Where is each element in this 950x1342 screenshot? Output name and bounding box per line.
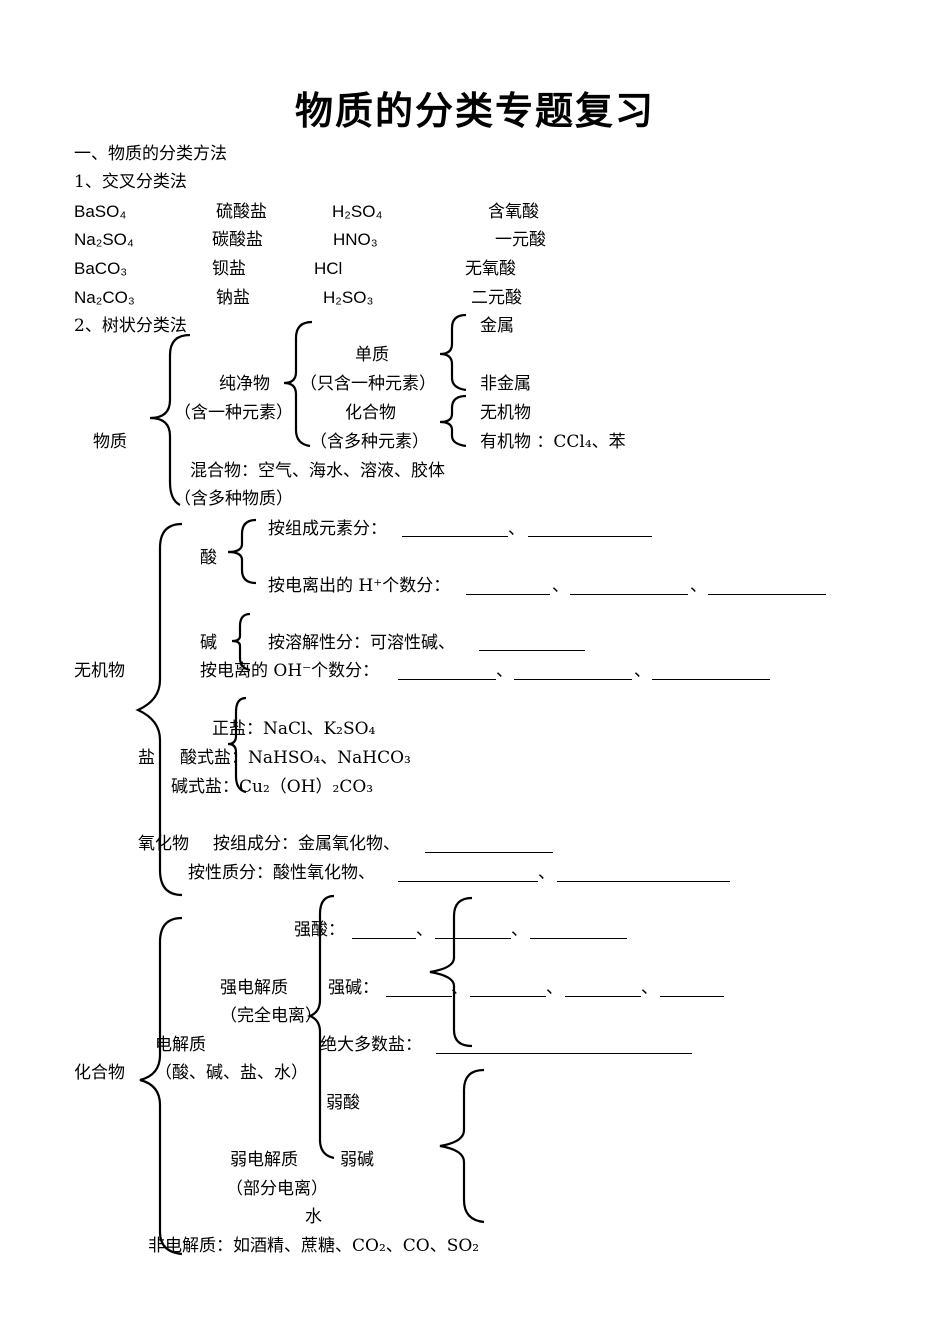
separator: 、 xyxy=(496,661,513,681)
base-by-oh-label: 按电离的 OH⁻个数分： xyxy=(200,661,380,681)
strong-base-label: 强碱： xyxy=(328,978,379,998)
separator: 、 xyxy=(451,978,468,998)
cross-row-4-substance: Na₂CO₃ xyxy=(74,288,135,307)
electrolyte-note: （酸、碱、盐、水） xyxy=(155,1063,308,1083)
weak-base-label: 弱碱 xyxy=(340,1150,374,1170)
blank-strong-base-3[interactable] xyxy=(565,996,641,997)
oxide-by-property-label: 按性质分：酸性氧化物、 xyxy=(188,863,375,883)
normal-salt-label: 正盐：NaCl、K₂SO₄ xyxy=(212,719,376,739)
cross-classification-heading: 1、交叉分类法 xyxy=(74,172,187,192)
blank-acid-element-2[interactable] xyxy=(528,536,652,537)
matter-label: 物质 xyxy=(93,432,127,452)
blank-acid-h-2[interactable] xyxy=(570,594,688,595)
blank-acid-h-1[interactable] xyxy=(466,594,550,595)
complete-ionization-note: （完全电离） xyxy=(220,1006,322,1026)
acid-by-h-label: 按电离出的 H⁺个数分： xyxy=(268,576,451,596)
pure-substance-label: 纯净物 xyxy=(219,374,270,394)
cross-row-2-acid-class: 一元酸 xyxy=(495,230,546,250)
oxide-by-composition-label: 按组成分：金属氧化物、 xyxy=(213,834,400,854)
blank-oxide-property-2[interactable] xyxy=(557,881,730,882)
separator: 、 xyxy=(538,863,555,883)
cross-row-2-class: 碳酸盐 xyxy=(212,230,263,250)
inorganic-label: 无机物 xyxy=(480,403,531,423)
inorganic-section-label: 无机物 xyxy=(74,661,125,681)
cross-row-1-acid-class: 含氧酸 xyxy=(488,202,539,222)
organic-label: 有机物 ：CCl₄、苯 xyxy=(480,432,626,452)
cross-row-3-acid-class: 无氧酸 xyxy=(465,259,516,279)
one-element-note: （只含一种元素） xyxy=(300,374,436,394)
blank-strong-acid-2[interactable] xyxy=(435,938,511,939)
blank-base-oh-1[interactable] xyxy=(398,679,496,680)
cross-row-1-acid: H₂SO₄ xyxy=(332,202,383,221)
cross-row-1-class: 硫酸盐 xyxy=(216,202,267,222)
separator: 、 xyxy=(546,978,563,998)
tree-classification-heading: 2、树状分类法 xyxy=(74,316,187,336)
brace-weak xyxy=(439,1068,485,1224)
cross-row-4-acid: H₂SO₃ xyxy=(323,288,374,307)
separator: 、 xyxy=(690,576,707,596)
cross-row-3-acid: HCl xyxy=(314,259,343,278)
mixture-note: （含多种物质） xyxy=(174,489,293,509)
cross-row-3-substance: BaCO₃ xyxy=(74,259,128,278)
water-label: 水 xyxy=(305,1207,322,1227)
cross-row-2-substance: Na₂SO₄ xyxy=(74,230,134,249)
non-electrolyte-label: 非电解质：如酒精、蔗糖、CO₂、CO、SO₂ xyxy=(148,1236,480,1256)
separator: 、 xyxy=(511,920,528,940)
salt-label: 盐 xyxy=(138,748,155,768)
base-label: 碱 xyxy=(200,633,217,653)
multi-element-note: （含多种元素） xyxy=(310,432,429,452)
acid-by-element-label: 按组成元素分： xyxy=(268,519,387,539)
nonmetal-label: 非金属 xyxy=(480,374,531,394)
separator: 、 xyxy=(641,978,658,998)
brace-element xyxy=(439,313,467,392)
strong-electrolyte-label: 强电解质 xyxy=(220,978,288,998)
blank-strong-acid-3[interactable] xyxy=(530,938,627,939)
blank-strong-acid-1[interactable] xyxy=(352,938,416,939)
blank-strong-base-2[interactable] xyxy=(470,996,546,997)
blank-acid-element-1[interactable] xyxy=(402,536,508,537)
blank-base-oh-2[interactable] xyxy=(514,679,632,680)
brace-compound xyxy=(439,394,467,448)
separator: 、 xyxy=(634,661,651,681)
weak-acid-label: 弱酸 xyxy=(326,1093,360,1113)
blank-oxide-composition[interactable] xyxy=(425,852,553,853)
separator: 、 xyxy=(552,576,569,596)
separator: 、 xyxy=(508,519,525,539)
brace-strong xyxy=(429,896,473,1048)
blank-strong-base-4[interactable] xyxy=(660,996,724,997)
strong-acid-label: 强酸： xyxy=(294,920,345,940)
oxide-label: 氧化物 xyxy=(138,834,189,854)
pure-substance-note: （含一种元素） xyxy=(174,403,293,423)
blank-base-solubility[interactable] xyxy=(479,650,585,651)
blank-strong-base-1[interactable] xyxy=(386,996,452,997)
basic-salt-label: 碱式盐：Cu₂（OH）₂CO₃ xyxy=(171,777,374,797)
brace-compound-electro xyxy=(139,916,183,1256)
section-heading-methods: 一、物质的分类方法 xyxy=(74,144,227,164)
cross-row-3-class: 钡盐 xyxy=(212,259,246,279)
electrolyte-label: 电解质 xyxy=(155,1035,206,1055)
cross-row-4-class: 钠盐 xyxy=(216,288,250,308)
brace-acid xyxy=(227,518,257,585)
cross-row-1-substance: BaSO₄ xyxy=(74,202,127,221)
page-title: 物质的分类专题复习 xyxy=(294,88,655,133)
blank-acid-h-3[interactable] xyxy=(708,594,826,595)
compound-label: 化合物 xyxy=(345,403,396,423)
separator: 、 xyxy=(416,920,433,940)
cross-row-2-acid: HNO₃ xyxy=(333,230,378,249)
acid-salt-label: 酸式盐：NaHSO₄、NaHCO₃ xyxy=(180,748,411,768)
base-by-solubility-label: 按溶解性分：可溶性碱、 xyxy=(268,633,455,653)
cross-row-4-acid-class: 二元酸 xyxy=(471,288,522,308)
blank-oxide-property-1[interactable] xyxy=(398,881,538,882)
weak-electrolyte-label: 弱电解质 xyxy=(230,1150,298,1170)
compound-section-label: 化合物 xyxy=(74,1063,125,1083)
metal-label: 金属 xyxy=(480,316,514,336)
partial-ionization-note: （部分电离） xyxy=(226,1179,328,1199)
blank-base-oh-3[interactable] xyxy=(652,679,770,680)
blank-most-salts[interactable] xyxy=(436,1053,692,1054)
acid-label: 酸 xyxy=(200,548,217,568)
most-salts-label: 绝大多数盐： xyxy=(320,1035,422,1055)
element-label: 单质 xyxy=(355,345,389,365)
mixture-label: 混合物：空气、海水、溶液、胶体 xyxy=(190,461,445,481)
